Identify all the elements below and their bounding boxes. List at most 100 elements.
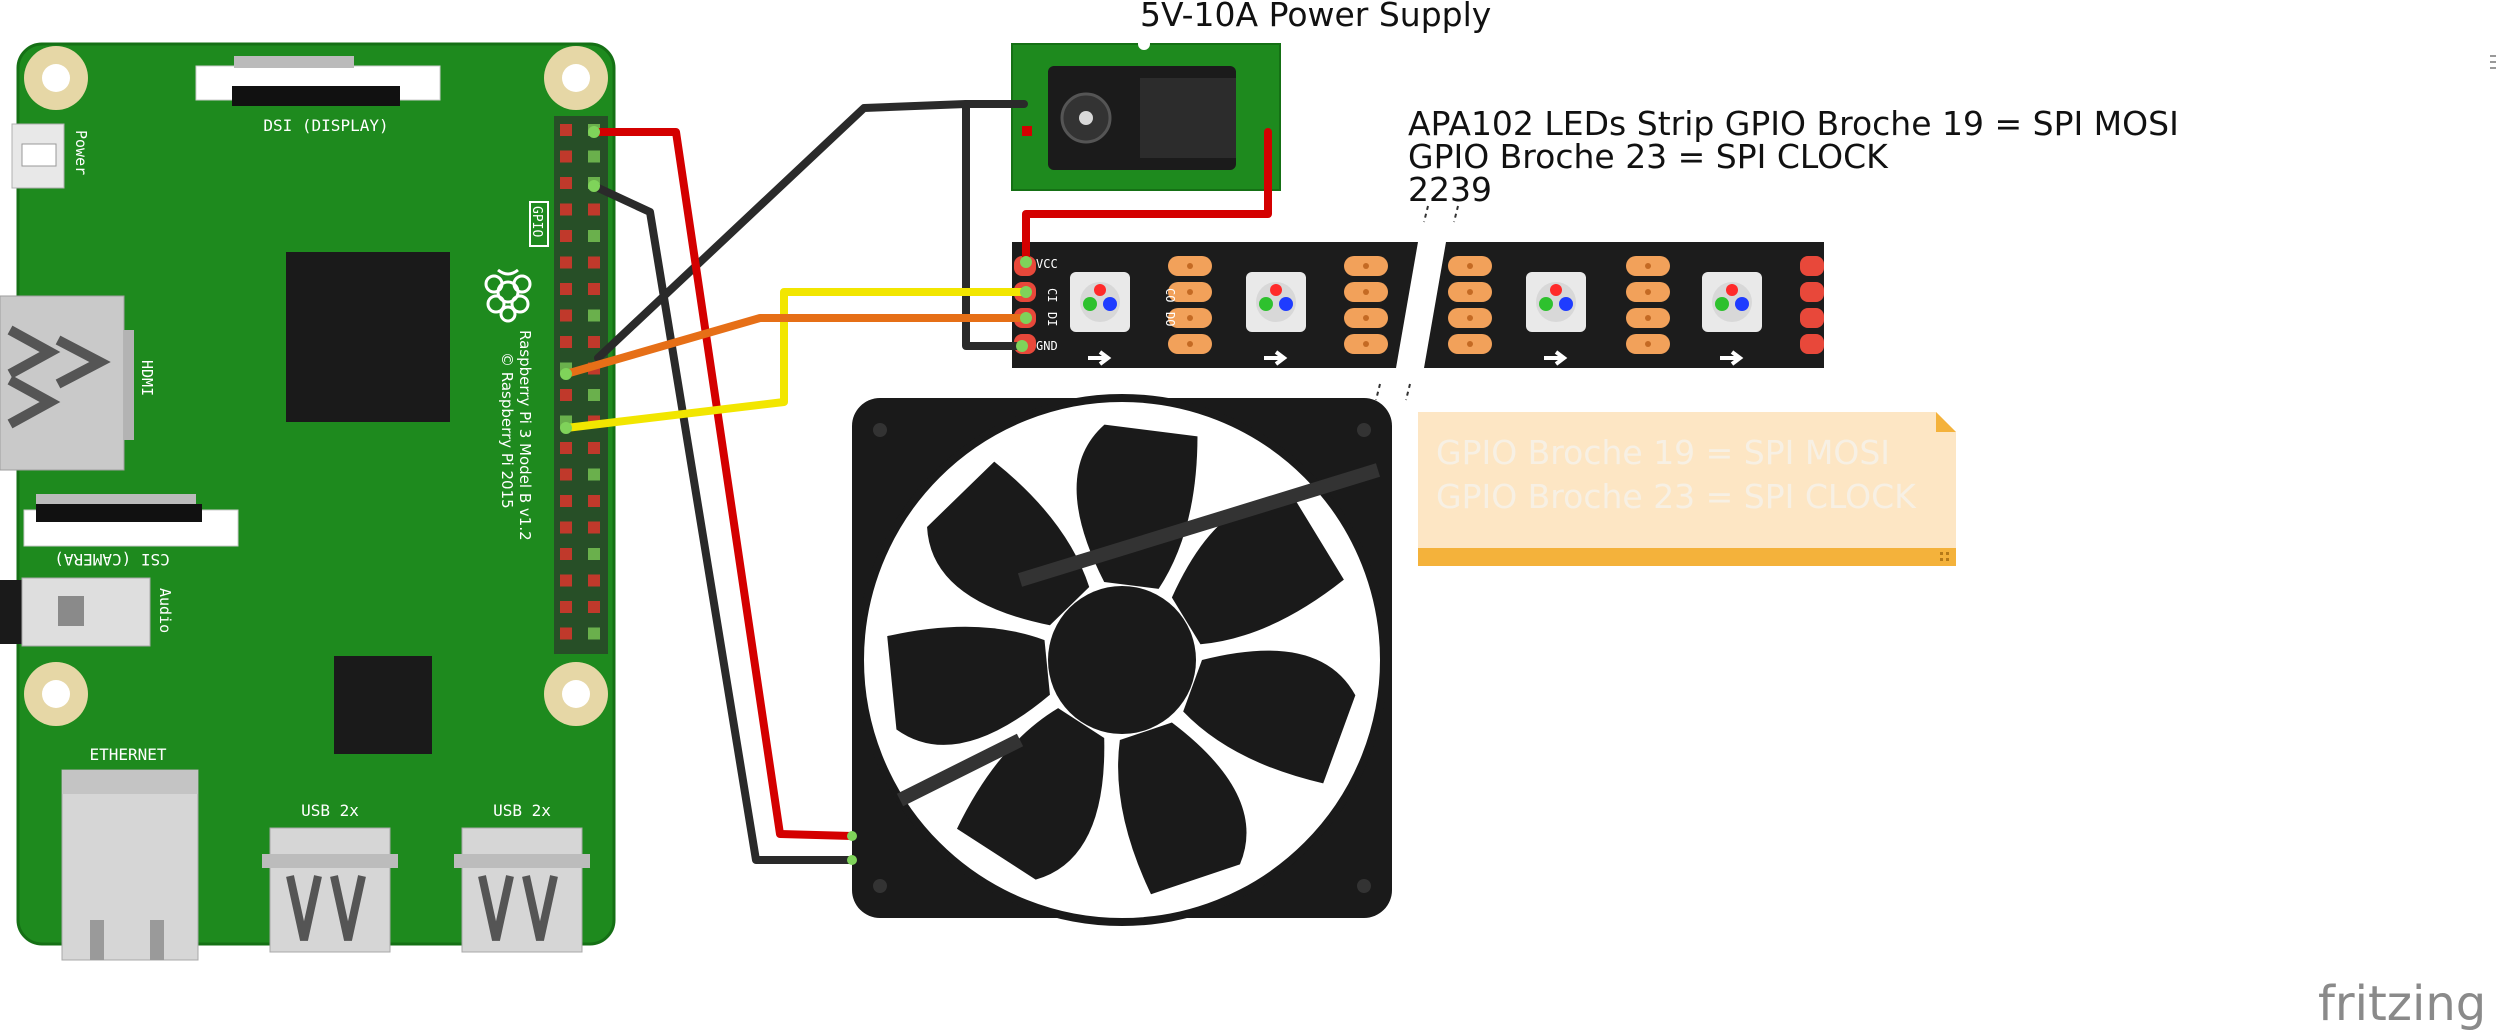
gpio-pin: [588, 283, 600, 295]
end-pad: [1800, 282, 1824, 302]
gpio-label: GPIO: [529, 206, 544, 237]
led-red: [1094, 284, 1106, 296]
wire-orange-mosi[interactable]: [562, 314, 1030, 378]
gpio-pin: [560, 601, 572, 613]
usb-port-1: [262, 827, 398, 953]
power-supply[interactable]: [1011, 38, 1281, 191]
end-pad: [1800, 256, 1824, 276]
gpio-pin: [560, 124, 572, 136]
wire-yellow-clock[interactable]: [562, 288, 1030, 432]
pad-hole: [1363, 289, 1369, 295]
gpio-pin: [560, 150, 572, 163]
usb-controller-chip: [334, 656, 432, 754]
led-strip-title-line2: GPIO Broche 23 = SPI CLOCK: [1408, 137, 1889, 176]
pad-hole: [1363, 315, 1369, 321]
resize-grip-icon[interactable]: [1940, 552, 1949, 561]
gpio-pin: [560, 521, 572, 534]
note-line2: GPIO Broche 23 = SPI CLOCK: [1436, 477, 1917, 516]
gpio-pin-grid: [560, 124, 600, 640]
end-pad: [1800, 308, 1824, 328]
note-line1: GPIO Broche 19 = SPI MOSI: [1436, 433, 1890, 472]
dsi-label: DSI (DISPLAY): [263, 116, 388, 135]
note-card[interactable]: GPIO Broche 19 = SPI MOSI GPIO Broche 23…: [1418, 412, 1956, 566]
gpio-pin: [588, 601, 600, 613]
gpio-label-box: GPIO: [529, 201, 549, 247]
led-strip-title-line3: 2239: [1408, 170, 1492, 209]
fan-blade: [956, 708, 1105, 880]
gpio-pin: [588, 574, 600, 587]
raspberry-pi-board[interactable]: DSI (DISPLAY) Power HDMI Rasp: [0, 42, 616, 961]
wires: [560, 100, 1272, 865]
wire-endpoints: [560, 126, 1032, 865]
led-lens: [1080, 282, 1120, 322]
led-lens: [1712, 282, 1752, 322]
gpio-pin: [560, 203, 572, 216]
fan-blade: [927, 461, 1090, 626]
gpio-pin: [588, 389, 600, 401]
pad-hole: [1645, 315, 1651, 321]
arrow-icon: [1720, 350, 1744, 366]
pad-hole: [1187, 341, 1193, 347]
gpio-pin: [588, 309, 600, 322]
soc-chip: [286, 252, 450, 422]
gpio-pin: [560, 548, 572, 560]
gpio-pin: [560, 495, 572, 507]
led-green: [1539, 297, 1553, 311]
scroll-handle-icon[interactable]: [2490, 55, 2496, 69]
pad-hole: [1467, 289, 1473, 295]
hdmi-label: HDMI: [138, 360, 156, 396]
led-blue: [1279, 297, 1293, 311]
gpio-pin: [588, 468, 600, 481]
wire-red-pi-fan[interactable]: [590, 128, 856, 840]
led-segments: [1014, 256, 1824, 366]
wire-black-psu-gnd[interactable]: [962, 100, 1028, 350]
fan-blade: [887, 626, 1050, 745]
led-red: [1270, 284, 1282, 296]
gpio-pin: [588, 442, 600, 454]
gpio-header[interactable]: [554, 116, 608, 654]
gpio-pin: [588, 230, 600, 242]
gpio-pin: [560, 468, 572, 481]
gpio-pin: [560, 574, 572, 587]
wire-black-pi-fan[interactable]: [590, 182, 856, 864]
pad-hole: [1467, 341, 1473, 347]
pin-label-gnd: GND: [1036, 339, 1058, 353]
led-lens: [1536, 282, 1576, 322]
led-blue: [1103, 297, 1117, 311]
power-supply-title: 5V-10A Power Supply: [1140, 0, 1491, 34]
led-strip[interactable]: [1012, 242, 1824, 368]
fan-blade: [1183, 650, 1356, 784]
wire-red-psu-vcc[interactable]: [1022, 128, 1272, 266]
pad-hole: [1467, 315, 1473, 321]
wire-black-psu-pi[interactable]: [594, 100, 970, 362]
csi-connector: [23, 494, 239, 547]
audio-label: Audio: [156, 588, 174, 633]
pin-label-di: DI: [1045, 312, 1059, 326]
ethernet-port: [61, 769, 199, 961]
pad-hole: [1363, 263, 1369, 269]
pad-hole: [1645, 263, 1651, 269]
cooling-fan[interactable]: [852, 394, 1392, 926]
pin-label-vcc: VCC: [1036, 257, 1058, 271]
power-connector: [11, 123, 65, 189]
led-green: [1715, 297, 1729, 311]
gpio-pin: [560, 389, 572, 401]
led-red: [1550, 284, 1562, 296]
led-strip-title-line1: APA102 LEDs Strip GPIO Broche 19 = SPI M…: [1408, 104, 2179, 143]
copyright-label: © Raspberry Pi 2015: [498, 352, 516, 509]
hdmi-connector: [0, 295, 134, 471]
gpio-pin: [560, 283, 572, 295]
pin-label-do: DO: [1163, 312, 1177, 326]
usb-label-2: USB 2x: [493, 801, 551, 820]
led-green: [1083, 297, 1097, 311]
strip-pin-labels: VCC CI DI GND CO DO: [1036, 257, 1177, 353]
gpio-pin: [560, 256, 572, 269]
gpio-pin: [560, 336, 572, 348]
gpio-pin: [560, 442, 572, 454]
gpio-pin: [588, 627, 600, 640]
led-blue: [1735, 297, 1749, 311]
pad-hole: [1467, 263, 1473, 269]
gpio-pin: [560, 177, 572, 189]
pin-label-co: CO: [1163, 288, 1177, 302]
